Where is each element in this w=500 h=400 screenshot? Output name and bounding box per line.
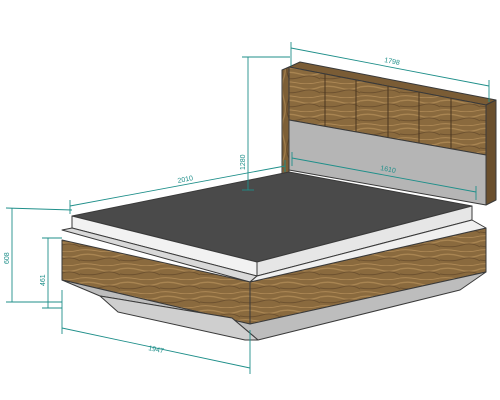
dim-side-height: 461 <box>40 237 62 309</box>
frame-top-edge <box>249 219 487 283</box>
dim-total-height-label: 1280 <box>240 154 247 170</box>
dim-headboard-width: 1798 <box>290 42 490 102</box>
dim-total-height: 1280 <box>240 56 290 191</box>
bed-base-front <box>99 295 259 341</box>
dim-length: 2010 <box>69 160 286 214</box>
dim-side-height-label: 461 <box>40 274 47 286</box>
dim-depth: 1947 <box>61 290 251 374</box>
dim-length-label: 2010 <box>177 175 194 185</box>
dim-frame-height-label: 608 <box>4 252 11 264</box>
headboard-left-edge <box>281 66 290 179</box>
dim-mattress-width: 1610 <box>291 152 477 200</box>
dim-mattress-width-label: 1610 <box>380 165 397 175</box>
dim-headboard-width-label: 1798 <box>384 57 401 67</box>
dim-frame-height: 608 <box>4 207 73 303</box>
headboard-grooves <box>324 74 452 148</box>
headboard-right-edge <box>485 99 497 206</box>
dim-depth-label: 1947 <box>148 345 165 355</box>
